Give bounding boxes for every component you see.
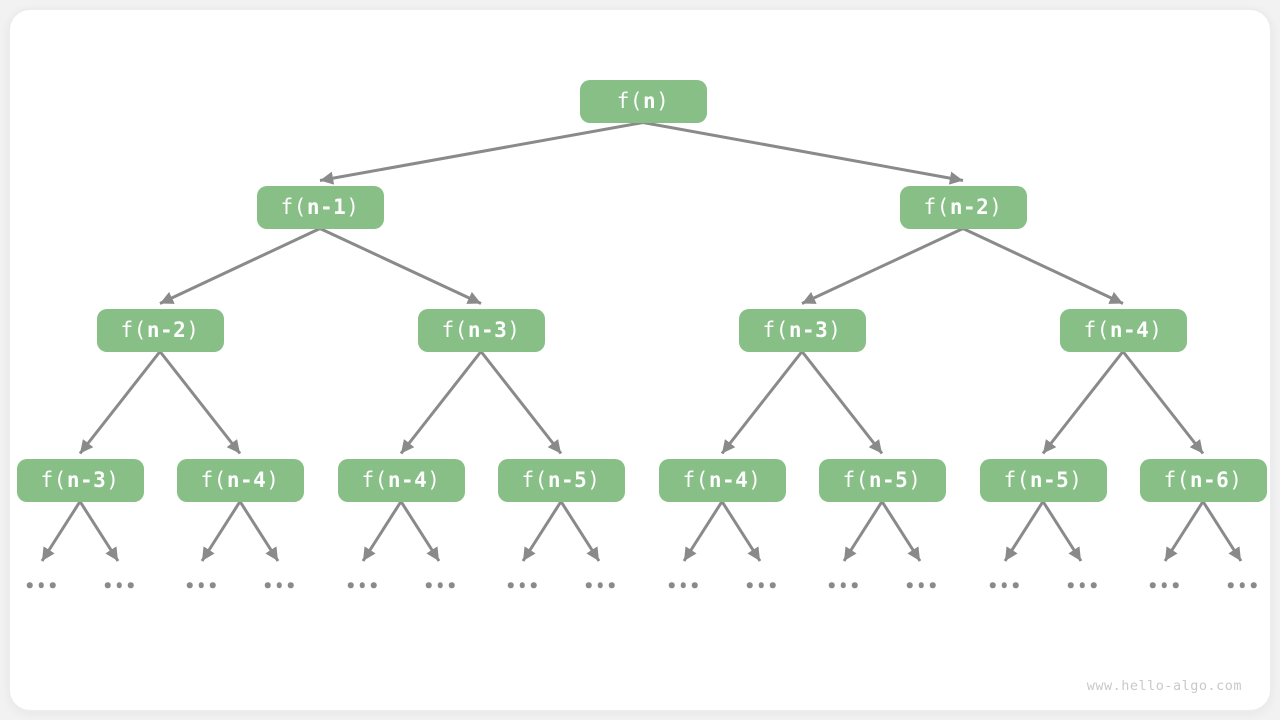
ellipsis <box>1067 582 1097 588</box>
diagram-panel <box>8 8 1272 712</box>
edge-arrow <box>521 500 563 562</box>
node-label: f(n-4) <box>682 468 762 492</box>
node-label: f(n-5) <box>842 468 922 492</box>
edge-arrow <box>319 227 482 305</box>
ellipsis <box>26 582 56 588</box>
node-label: f(n-1) <box>280 195 360 219</box>
tree-node: f(n-4) <box>176 458 304 502</box>
node-label: f(n-4) <box>1083 318 1163 342</box>
node-label: f(n-4) <box>200 468 280 492</box>
edge-arrow <box>238 500 280 562</box>
edge-arrow <box>78 500 120 562</box>
node-label: f(n-3) <box>40 468 120 492</box>
node-label: f(n-5) <box>521 468 601 492</box>
edge-arrow <box>642 121 964 185</box>
node-label: f(n-3) <box>441 318 521 342</box>
ellipsis <box>104 582 134 588</box>
edge-arrow <box>1201 500 1243 562</box>
edge-arrow <box>1041 500 1083 562</box>
tree-node: f(n-6) <box>1139 458 1267 502</box>
edge-arrow <box>1041 350 1125 455</box>
tree-node: f(n-1) <box>256 185 384 229</box>
node-label: f(n) <box>616 89 670 113</box>
tree-node: f(n-4) <box>658 458 786 502</box>
tree-node: f(n-4) <box>1059 308 1187 352</box>
edge-arrow <box>399 500 441 562</box>
ellipsis <box>425 582 455 588</box>
ellipsis <box>507 582 537 588</box>
ellipsis <box>1149 582 1179 588</box>
tree-node: f(n) <box>579 79 707 123</box>
edge-arrow <box>200 500 242 562</box>
node-label: f(n-3) <box>762 318 842 342</box>
edge-arrow <box>78 350 162 455</box>
edge-arrow <box>479 350 563 455</box>
watermark: www.hello-algo.com <box>1086 678 1242 694</box>
edge-arrow <box>962 227 1124 305</box>
edge-arrow <box>158 350 242 455</box>
tree-node: f(n-4) <box>337 458 465 502</box>
edge-arrow <box>880 500 922 562</box>
ellipsis <box>264 582 294 588</box>
node-label: f(n-2) <box>120 318 200 342</box>
edge-arrow <box>720 350 804 455</box>
edge-arrow <box>1163 500 1205 562</box>
edge-arrow <box>1121 350 1205 455</box>
edge-arrow <box>1003 500 1045 562</box>
tree-node: f(n-5) <box>818 458 946 502</box>
edge-arrow <box>720 500 762 562</box>
tree-node: f(n-2) <box>96 308 224 352</box>
edge-arrow <box>842 500 884 562</box>
tree-node: f(n-5) <box>497 458 625 502</box>
tree-node: f(n-3) <box>738 308 866 352</box>
tree-node: f(n-3) <box>16 458 144 502</box>
ellipsis <box>186 582 216 588</box>
node-label: f(n-5) <box>1003 468 1083 492</box>
ellipsis <box>1227 582 1257 588</box>
edge-arrow <box>361 500 403 562</box>
ellipsis <box>668 582 698 588</box>
edge-arrow <box>159 227 321 305</box>
edge-arrow <box>682 500 724 562</box>
tree-node: f(n-5) <box>979 458 1107 502</box>
ellipsis <box>989 582 1019 588</box>
edge-arrow <box>559 500 601 562</box>
edge-arrow <box>319 121 644 185</box>
tree-node: f(n-2) <box>899 185 1027 229</box>
node-label: f(n-6) <box>1163 468 1243 492</box>
ellipsis <box>828 582 858 588</box>
edge-arrow <box>399 350 483 455</box>
edge-arrow <box>40 500 82 562</box>
node-label: f(n-4) <box>361 468 441 492</box>
ellipsis <box>347 582 377 588</box>
ellipsis <box>746 582 776 588</box>
edge-arrow <box>801 227 964 305</box>
ellipsis <box>585 582 615 588</box>
node-label: f(n-2) <box>923 195 1003 219</box>
edge-arrow <box>800 350 884 455</box>
tree-node: f(n-3) <box>417 308 545 352</box>
ellipsis <box>906 582 936 588</box>
